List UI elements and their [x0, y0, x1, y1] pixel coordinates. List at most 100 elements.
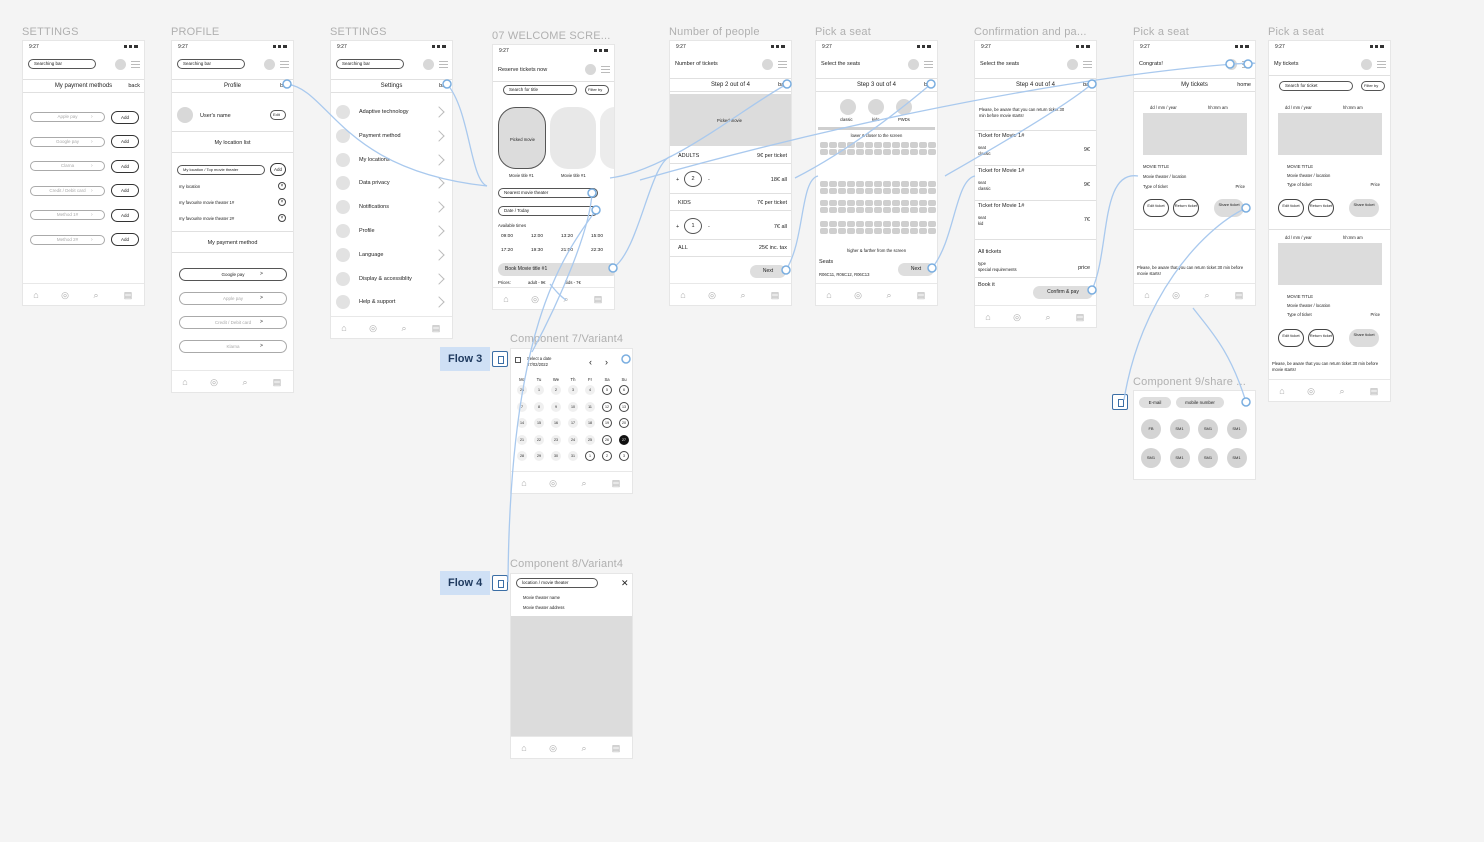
calendar-day[interactable]: 10 [568, 401, 578, 412]
seat[interactable] [820, 142, 828, 148]
mobile-share-button[interactable]: mobile number [1176, 397, 1224, 408]
seat[interactable] [847, 207, 855, 213]
email-share-button[interactable]: E-mail [1139, 397, 1171, 408]
add-button[interactable]: Add [111, 208, 139, 222]
seat[interactable] [856, 181, 864, 187]
seat[interactable] [874, 149, 882, 155]
seat[interactable] [865, 142, 873, 148]
search-icon[interactable]: ⌕ [242, 377, 248, 387]
search-icon[interactable]: ⌕ [886, 290, 892, 300]
tickets-icon[interactable]: ▤ [1234, 290, 1244, 300]
seat[interactable] [856, 207, 864, 213]
payment-method-5[interactable]: Method 2# [30, 234, 105, 245]
close-icon[interactable]: ✕ [621, 578, 629, 588]
seat[interactable] [856, 221, 864, 227]
avatar[interactable] [762, 59, 773, 70]
share-option-sm1[interactable]: SM1 [1226, 448, 1247, 468]
seat[interactable] [910, 207, 918, 213]
calendar-day[interactable]: 28 [517, 385, 527, 395]
menu-icon[interactable] [1377, 61, 1386, 68]
location-icon[interactable]: ◎ [210, 377, 218, 387]
payment-method-4[interactable]: Method 1# [30, 210, 105, 220]
search-icon[interactable]: ⌕ [563, 294, 569, 304]
kids-plus-button[interactable]: - [708, 224, 710, 230]
location-icon[interactable]: ◎ [549, 478, 557, 488]
ticket-search-input[interactable]: Search for ticket [1279, 81, 1353, 91]
seat[interactable] [928, 149, 936, 155]
seat[interactable] [901, 149, 909, 155]
home-icon[interactable]: ⌂ [680, 290, 686, 300]
seat[interactable] [919, 188, 927, 194]
settings-item-1[interactable]: Payment method [359, 132, 401, 139]
book-movie-button[interactable]: Book Movie title #1 [498, 263, 614, 276]
location-icon[interactable]: ◎ [61, 290, 69, 300]
back-button[interactable]: bac [778, 82, 787, 88]
tickets-icon[interactable]: ▤ [431, 323, 441, 333]
menu-icon[interactable] [924, 61, 933, 68]
seat[interactable] [928, 188, 936, 194]
calendar-day[interactable]: 17 [568, 418, 578, 428]
return-ticket-button[interactable]: Return ticket [1308, 199, 1334, 217]
filter-button[interactable]: Filter by [585, 85, 609, 95]
seat[interactable] [901, 181, 909, 187]
seat[interactable] [838, 149, 846, 155]
payment-option-3[interactable]: Klarna [179, 340, 287, 353]
home-icon[interactable]: ⌂ [521, 478, 527, 488]
seat[interactable] [829, 221, 837, 227]
seat[interactable] [883, 188, 891, 194]
seat-type-kids[interactable] [868, 99, 884, 115]
calendar-day[interactable]: 26 [602, 434, 612, 445]
calendar-day[interactable]: 22 [534, 434, 544, 445]
next-month-icon[interactable]: › [605, 357, 608, 367]
edit-button[interactable]: Edit [270, 110, 286, 120]
search-icon[interactable]: ⌕ [740, 290, 746, 300]
location-icon[interactable]: ◎ [549, 743, 557, 753]
calendar-day[interactable]: 18 [585, 418, 595, 428]
search-icon[interactable]: ⌕ [581, 743, 587, 753]
home-icon[interactable]: ⌂ [985, 312, 991, 322]
seat[interactable] [829, 228, 837, 234]
showtime-15:00[interactable]: 15:00 [591, 234, 604, 239]
calendar-day[interactable]: 13 [619, 401, 629, 412]
return-ticket-button[interactable]: Return ticket [1173, 199, 1199, 217]
calendar-day[interactable]: 9 [551, 401, 561, 412]
seat[interactable] [865, 221, 873, 227]
seat[interactable] [874, 142, 882, 148]
settings-item-3[interactable]: Data privacy [359, 180, 390, 187]
location-icon[interactable]: ◎ [531, 294, 539, 304]
add-button[interactable]: Add [111, 184, 139, 197]
seat[interactable] [928, 142, 936, 148]
search-input[interactable]: Searching bar [28, 59, 96, 69]
seat[interactable] [838, 188, 846, 194]
movie-search-input[interactable]: Search for title [503, 85, 577, 95]
calendar-day[interactable]: 3 [619, 451, 629, 461]
edit-ticket-button[interactable]: Edit ticket [1143, 199, 1169, 217]
home-button[interactable]: home [1237, 82, 1251, 88]
calendar-day[interactable]: 12 [602, 401, 612, 412]
seat[interactable] [847, 221, 855, 227]
movie-card[interactable] [550, 107, 596, 169]
seat[interactable] [883, 149, 891, 155]
avatar[interactable] [1067, 59, 1078, 70]
calendar-day[interactable]: 21 [517, 434, 527, 445]
next-button[interactable]: Next [898, 263, 934, 276]
seat[interactable] [883, 207, 891, 213]
calendar-day[interactable]: 1 [534, 385, 544, 395]
location-search-input[interactable]: location / movie theater [516, 578, 598, 588]
seat[interactable] [820, 200, 828, 206]
home-icon[interactable]: ⌂ [341, 323, 347, 333]
seat[interactable] [856, 142, 864, 148]
calendar-day[interactable]: 8 [534, 401, 544, 412]
remove-icon[interactable]: × [278, 182, 286, 190]
seat[interactable] [910, 228, 918, 234]
settings-item-8[interactable]: Help & support [359, 299, 396, 306]
location-icon[interactable]: ◎ [708, 290, 716, 300]
search-icon[interactable]: ⌕ [581, 478, 587, 488]
seat[interactable] [892, 142, 900, 148]
back-button[interactable]: bac [1083, 82, 1092, 88]
seat[interactable] [820, 188, 828, 194]
seat[interactable] [865, 207, 873, 213]
seat[interactable] [892, 181, 900, 187]
seat[interactable] [910, 200, 918, 206]
kids-minus-button[interactable]: + [676, 224, 680, 230]
